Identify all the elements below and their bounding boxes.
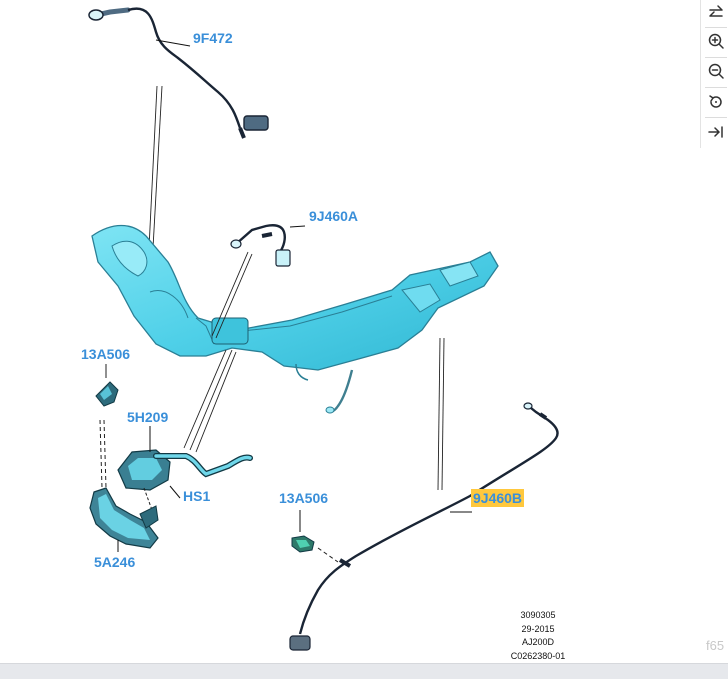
callout-5h209[interactable]: 5H209: [127, 409, 169, 425]
bottom-scrollbar[interactable]: [0, 663, 728, 679]
zoom-out-button[interactable]: [703, 58, 728, 84]
bracket-13a506-lower[interactable]: [291, 510, 339, 563]
drawing-stamp: 3090305 29-2015 AJ200D C0262380-01: [505, 609, 571, 663]
edge-text: f65: [706, 638, 725, 653]
bracket-5a246[interactable]: [89, 487, 159, 552]
stamp-line-3: AJ200D: [521, 637, 555, 647]
callout-13a506-lower[interactable]: 13A506: [279, 490, 329, 506]
part-5h209[interactable]: [117, 426, 253, 491]
rotate-icon: [709, 95, 722, 108]
swap-button[interactable]: [703, 0, 728, 26]
collapse-icon: [708, 126, 723, 138]
exhaust-temp-sensor-9j460a[interactable]: [230, 224, 306, 267]
exhaust-pipe-assembly[interactable]: [91, 224, 499, 491]
stamp-line-2: 29-2015: [521, 623, 555, 634]
zoom-in-button[interactable]: [703, 28, 728, 54]
oxygen-sensor-9f472[interactable]: [88, 7, 269, 249]
swap-icon: [709, 5, 723, 17]
bracket-13a506-left[interactable]: [95, 364, 119, 489]
callout-9f472[interactable]: 9F472: [193, 30, 233, 46]
callout-9j460b[interactable]: 9J460B: [471, 489, 525, 507]
exhaust-temp-sensor-9j460b[interactable]: [289, 402, 559, 651]
zoom-out-icon: [708, 63, 724, 79]
collapse-panel-button[interactable]: [703, 119, 728, 145]
exhaust-parts-diagram: [88, 7, 559, 651]
callout-hs1[interactable]: HS1: [183, 488, 211, 504]
stamp-line-4: C0262380-01: [510, 650, 566, 661]
callout-13a506-left[interactable]: 13A506: [81, 346, 131, 362]
rotate-button[interactable]: [703, 89, 728, 115]
callout-9j460a[interactable]: 9J460A: [309, 208, 359, 224]
zoom-in-icon: [708, 33, 724, 49]
clamp-hs1[interactable]: [143, 485, 181, 511]
callout-5a246[interactable]: 5A246: [94, 554, 136, 570]
viewer-toolbar: [700, 0, 728, 148]
stamp-line-1: 3090305: [520, 610, 556, 620]
